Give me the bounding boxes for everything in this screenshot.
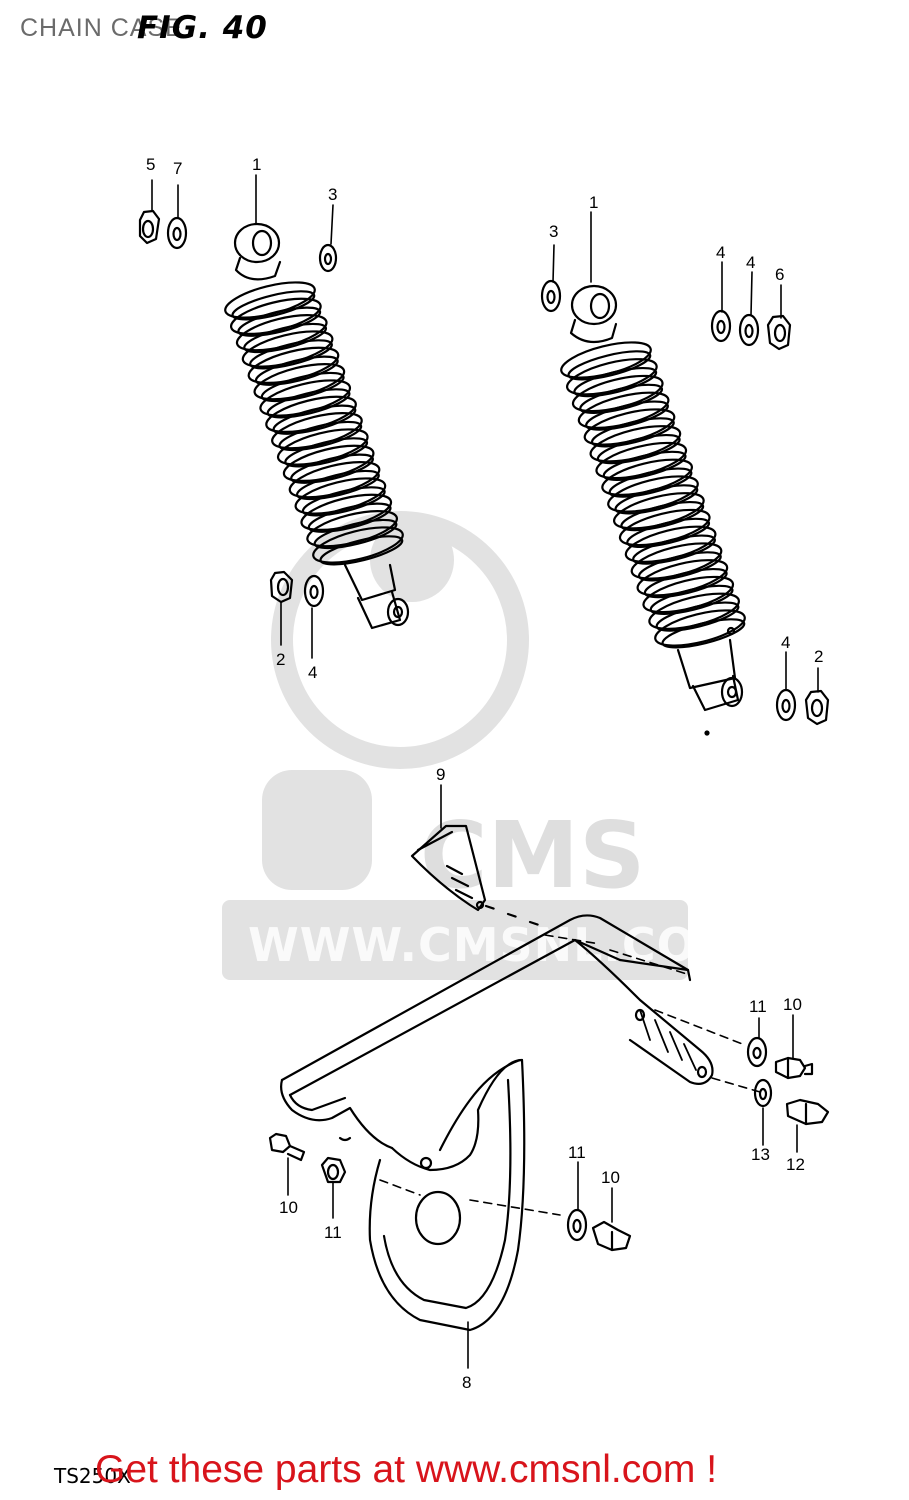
spring-coil-inner [231,290,316,321]
nut-2-right-bottom [804,689,830,726]
callout-13: 13 [751,1145,770,1164]
callout-9: 9 [436,765,445,784]
spring-coil-inner [637,551,722,582]
callout-10-right: 10 [783,995,802,1014]
spring-coil-inner [661,618,746,649]
callout-4-right-b: 4 [746,253,755,272]
washer-4-left-bottom [303,574,325,608]
spring-coil-inner [643,567,728,599]
callout-4-right-a: 4 [716,243,725,262]
left-shock-absorber [224,222,410,630]
watermark-url: WWW.CMSNL.COM [248,918,744,972]
spring-coil-inner [602,450,687,481]
spring-coil-inner [573,366,658,398]
spring-coil-inner [284,437,369,468]
spring-coil-inner [590,417,675,448]
spring-coil-inner [266,388,351,419]
spring-coil-inner [585,400,669,431]
callout-1-right: 1 [589,193,598,212]
callout-11-left: 11 [324,1223,342,1242]
callout-4-right-bottom: 4 [781,633,790,652]
callout-7: 7 [173,159,182,178]
nut-2-left-bottom [269,570,294,604]
callout-6: 6 [775,265,784,284]
washer-13-right [753,1078,773,1108]
spring-coil-inner [296,469,380,501]
washer-4-right-top-a [710,309,732,343]
nut-6-right-top [766,314,792,351]
washer-11-right-upper [746,1036,768,1068]
callout-2-left: 2 [276,650,285,669]
bolt-10-left [268,1132,306,1162]
washer-11-bottom [566,1208,588,1242]
page-title: CHAIN CASE [20,14,183,42]
bolt-12-right-lower [785,1098,830,1126]
spring-coil-inner [249,339,333,370]
spring-coil [312,526,404,564]
washer-4-right-bottom [775,688,797,722]
callout-3-right: 3 [549,222,558,241]
figure-number: FIG. 40 [137,10,268,46]
spring-coil-inner [620,500,705,532]
spring-coil-inner [596,433,681,465]
right-shock-absorber [560,284,746,712]
callout-3-left: 3 [328,185,337,204]
washer-7-top-left [166,216,188,250]
spring-coil-inner [649,584,734,615]
model-code: TS250X [54,1464,131,1488]
spring-coil-inner [278,420,363,452]
buy-parts-link[interactable]: Get these parts at www.cmsnl.com ! [95,1448,718,1491]
callout-10-left: 10 [279,1198,298,1217]
callout-8: 8 [462,1373,471,1392]
callout-1-left: 1 [252,155,261,174]
spring-coil-inner [319,535,404,566]
spring-coil-inner [290,453,374,484]
washer-4-right-top-b [738,313,760,347]
nut-5-top-left [138,209,161,245]
spring-coil-inner [567,350,652,381]
chain-case-8 [280,914,761,1332]
bracket-9 [410,824,544,928]
spring-coil-inner [313,518,398,550]
callout-5: 5 [146,155,155,174]
spring-coil-inner [655,601,740,632]
spring-coil-inner [614,484,699,515]
callout-4-left: 4 [308,663,317,682]
spring-coil-inner [301,486,386,517]
spring-coil-inner [579,383,664,414]
spring-coil [654,609,746,647]
spring-coil-inner [307,502,392,533]
washer-11-left [320,1156,347,1184]
spring-coil-inner [260,371,345,403]
callout-11-right: 11 [749,997,767,1016]
callout-11-bottom: 11 [568,1143,586,1162]
spring-coil-inner [237,306,322,337]
spring-coil-inner [632,534,716,565]
spring-coil-inner [254,355,339,386]
washer-3-right [540,279,562,313]
callout-10-bottom: 10 [601,1168,620,1187]
bolt-10-right-upper [774,1056,814,1080]
washer-3-left [318,243,338,273]
spring-coil-inner [272,404,357,435]
spring-coil-inner [626,517,711,548]
bolt-10-bottom [591,1220,632,1252]
spring-coil-inner [608,467,693,498]
callout-12: 12 [786,1155,805,1174]
spring-coil-inner [243,322,328,354]
callout-2-right: 2 [814,647,823,666]
